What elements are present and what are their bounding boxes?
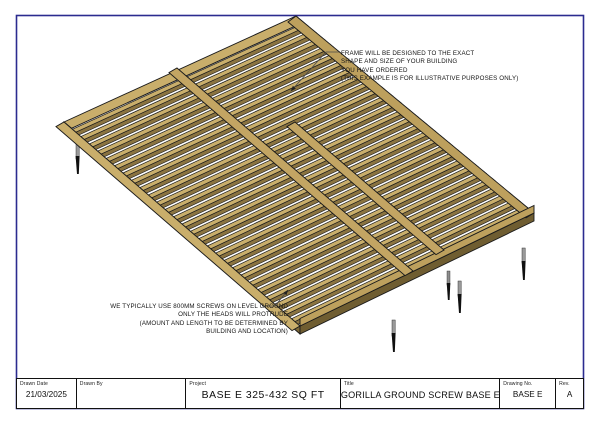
revision-label: Rev. [559, 380, 570, 387]
perimeter-rail-front-right [299, 204, 535, 327]
title-block-drawn-by: Drawn By [77, 379, 187, 408]
title-block-revision: Rev. A [556, 379, 583, 408]
title-block-title: Title GORILLA GROUND SCREW BASE E [340, 379, 501, 408]
ground-screw [521, 247, 526, 280]
base-frame-assembly [55, 15, 535, 352]
revision-value: A [566, 390, 573, 399]
leader-lines [262, 51, 339, 307]
drawn-by-label: Drawn By [79, 380, 103, 387]
drawn-date-label: Drawn Date [20, 380, 48, 387]
ground-screw [75, 142, 80, 174]
ground-screw-note: WE TYPICALLY USE 800MM SCREWS ON LEVEL G… [110, 303, 288, 336]
drawing-no-value: BASE E [512, 390, 543, 399]
ground-screw [391, 319, 396, 352]
perimeter-rail-front-left [55, 121, 301, 332]
leader-line-bottom [262, 289, 289, 307]
title-value: GORILLA GROUND SCREW BASE E [340, 390, 500, 400]
ground-screw [457, 280, 462, 313]
cross-beam [168, 67, 414, 277]
joist-group [71, 22, 530, 327]
project-value: BASE E 325-432 SQ FT [201, 390, 325, 401]
project-label: Project [189, 380, 206, 387]
title-block-drawn-date: Drawn Date 21/03/2025 [17, 379, 77, 408]
drawing-no-label: Drawing No. [503, 380, 533, 387]
title-block: Drawn Date 21/03/2025 Drawn By Project B… [16, 378, 584, 409]
drawn-date-value: 21/03/2025 [25, 390, 67, 399]
perimeter-rail-back-right [287, 15, 535, 219]
title-label: Title [343, 380, 354, 387]
ground-screw [446, 270, 451, 300]
title-block-drawing-no: Drawing No. BASE E [500, 379, 557, 408]
leader-line-top [290, 51, 339, 92]
cross-beam [286, 121, 445, 256]
frame-design-note: FRAME WILL BE DESIGNED TO THE EXACT SHAP… [341, 50, 519, 83]
title-block-project: Project BASE E 325-432 SQ FT [186, 379, 341, 408]
